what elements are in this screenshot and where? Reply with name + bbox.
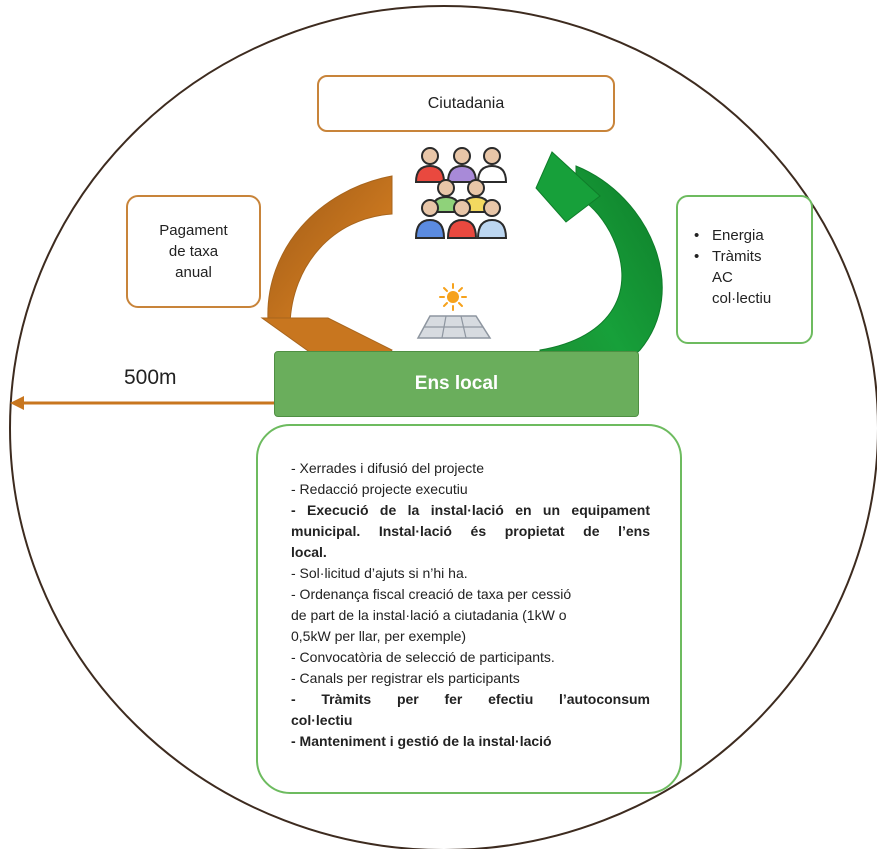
task-line: 0,5kW per llar, per exemple) <box>291 628 467 644</box>
citizenship-box: Ciutadania <box>317 75 615 132</box>
tasks-box: - Xerrades i difusió del projecte - Redac… <box>256 424 682 794</box>
payment-arrow <box>267 175 393 325</box>
annual-fee-box: Pagament de taxa anual <box>126 195 261 308</box>
annual-fee-line: Pagament <box>159 222 228 239</box>
annual-fee-line: de taxa <box>168 243 219 260</box>
annual-fee-line: anual <box>175 264 212 281</box>
local-entity-label: Ens local <box>414 373 499 394</box>
task-line: de part de la instal·lació a ciutadania … <box>291 607 567 623</box>
local-entity-bar: Ens local <box>274 351 639 417</box>
services-arrow-head <box>535 151 601 223</box>
annual-fee-text: Pagament de taxa anual <box>159 220 227 283</box>
benefits-list: Energia Tràmits AC col·lectiu <box>678 197 811 309</box>
task-line: - Ordenança fiscal creació de taxa per c… <box>291 586 572 602</box>
benefit-line: AC <box>712 269 733 286</box>
tasks-list: - Xerrades i difusió del projecte - Redac… <box>291 458 650 752</box>
benefit-line: Energia <box>712 227 764 244</box>
distance-label: 500m <box>124 366 177 389</box>
task-line: - Xerrades i difusió del projecte <box>291 460 484 476</box>
task-line: local. <box>291 544 327 560</box>
benefit-line: Tràmits <box>712 248 762 265</box>
benefits-box: Energia Tràmits AC col·lectiu <box>676 195 813 344</box>
task-line: - Canals per registrar els participants <box>291 670 520 686</box>
task-line: - Redacció projecte executiu <box>291 481 468 497</box>
solar-panel-icon <box>416 283 492 339</box>
task-line: - Tràmits per fer efectiu l’autoconsum <box>291 691 650 707</box>
task-line: col·lectiu <box>291 712 353 728</box>
task-line: - Sol·licitud d’ajuts si n’hi ha. <box>291 565 468 581</box>
benefit-item: Tràmits AC col·lectiu <box>694 246 811 309</box>
task-line: municipal. Instal·lació és propietat de … <box>291 523 650 539</box>
task-line: - Execució de la instal·lació en un equi… <box>291 502 650 518</box>
task-line: - Manteniment i gestió de la instal·laci… <box>291 733 552 749</box>
people-group-icon <box>414 147 508 239</box>
task-line: - Convocatòria de selecció de participan… <box>291 649 555 665</box>
range-circle <box>9 5 877 849</box>
citizenship-label: Ciutadania <box>427 94 505 112</box>
benefit-line: col·lectiu <box>712 290 772 307</box>
benefit-item: Energia <box>694 225 811 246</box>
